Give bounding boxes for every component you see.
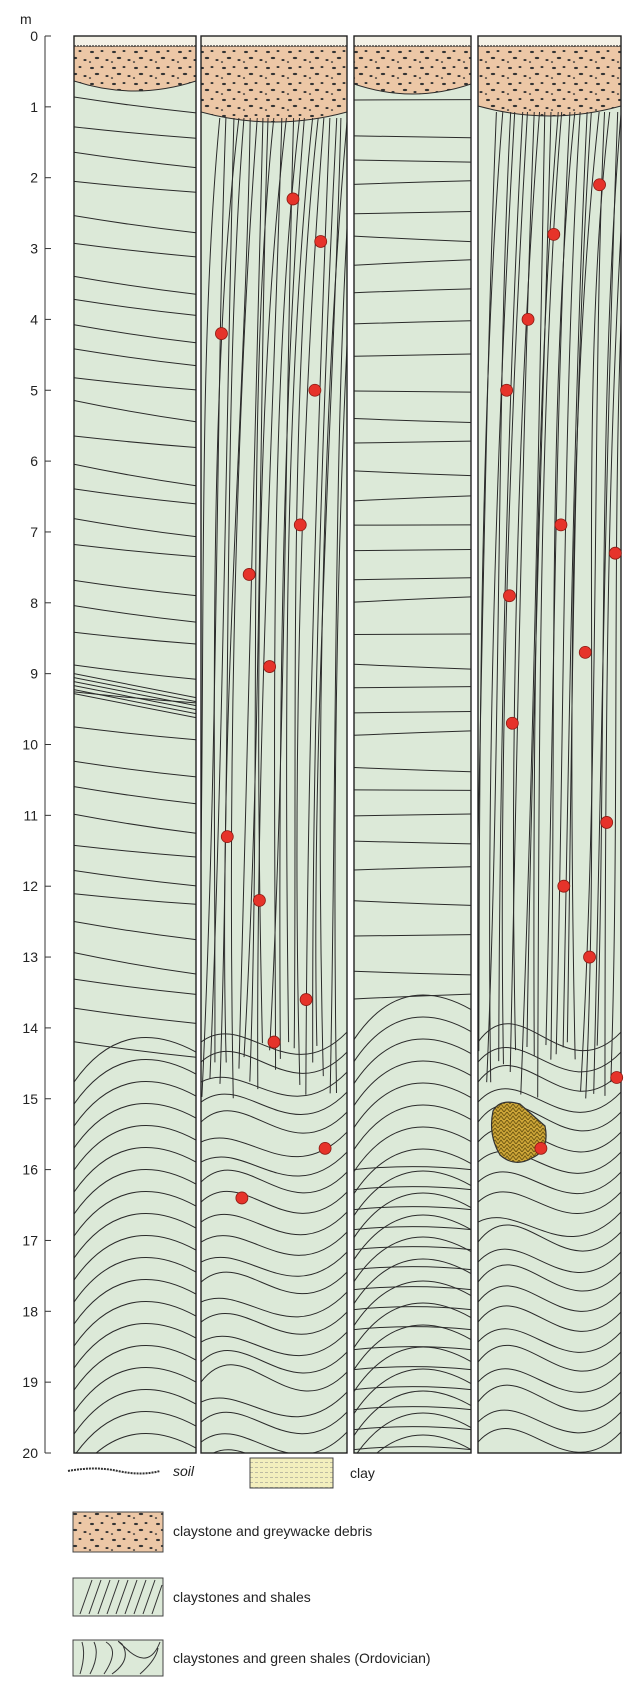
legend-green-shale-swatch xyxy=(73,1640,163,1676)
soil-layer xyxy=(74,36,196,46)
depth-tick-label: 15 xyxy=(22,1091,38,1107)
section-column-B xyxy=(196,36,361,1633)
section-columns xyxy=(74,36,626,1633)
fauna-marker xyxy=(268,1036,280,1048)
depth-tick-label: 2 xyxy=(30,170,38,186)
legend-soil-swatch xyxy=(68,1469,160,1474)
section-column-A xyxy=(74,36,196,1632)
legend-shale-label: claystones and shales xyxy=(173,1589,311,1605)
legend-debris-swatch xyxy=(73,1512,163,1552)
debris-layer xyxy=(478,46,621,116)
depth-tick-label: 14 xyxy=(22,1020,38,1036)
fauna-marker xyxy=(300,994,312,1006)
soil-layer xyxy=(201,36,347,46)
fauna-marker xyxy=(236,1192,248,1204)
legend-debris-label: claystone and greywacke debris xyxy=(173,1523,372,1539)
depth-tick-label: 3 xyxy=(30,241,38,257)
debris-layer xyxy=(201,46,347,122)
fauna-marker xyxy=(253,894,265,906)
depth-tick-label: 11 xyxy=(23,807,38,823)
soil-layer xyxy=(478,36,621,46)
depth-tick-label: 4 xyxy=(30,311,38,327)
fauna-marker xyxy=(522,313,534,325)
fauna-marker xyxy=(609,547,621,559)
legend-clay-label: clay xyxy=(350,1465,375,1481)
depth-tick-label: 6 xyxy=(30,453,38,469)
fauna-marker xyxy=(221,831,233,843)
column-fill xyxy=(354,36,471,1453)
depth-tick-label: 10 xyxy=(22,737,38,753)
fauna-marker xyxy=(535,1142,547,1154)
fauna-marker xyxy=(579,646,591,658)
fauna-marker xyxy=(243,568,255,580)
fauna-marker xyxy=(264,661,276,673)
legend-shale-swatch xyxy=(73,1578,163,1616)
depth-axis: m 01234567891011121314151617181920 xyxy=(20,11,51,1461)
fauna-marker xyxy=(319,1142,331,1154)
fauna-marker xyxy=(215,328,227,340)
fauna-marker xyxy=(555,519,567,531)
fauna-marker xyxy=(584,951,596,963)
fauna-marker xyxy=(294,519,306,531)
fauna-marker xyxy=(503,590,515,602)
depth-tick-label: 8 xyxy=(30,595,38,611)
debris-layer xyxy=(354,46,471,94)
fauna-marker xyxy=(287,193,299,205)
depth-unit-label: m xyxy=(20,11,32,27)
soil-layer xyxy=(354,36,471,46)
debris-layer xyxy=(74,46,196,91)
depth-tick-label: 7 xyxy=(30,524,38,540)
depth-tick-label: 19 xyxy=(22,1374,38,1390)
depth-tick-label: 17 xyxy=(22,1232,38,1248)
fauna-marker xyxy=(594,179,606,191)
depth-tick-label: 18 xyxy=(22,1303,38,1319)
legend-green-shale-label: claystones and green shales (Ordovician) xyxy=(173,1650,431,1666)
fauna-marker xyxy=(315,235,327,247)
section-column-D xyxy=(472,36,626,1632)
depth-tick-label: 16 xyxy=(22,1162,38,1178)
depth-tick-label: 12 xyxy=(22,878,38,894)
depth-tick-label: 0 xyxy=(30,28,38,44)
fauna-marker xyxy=(558,880,570,892)
section-column-C xyxy=(354,36,471,1590)
fauna-marker xyxy=(548,228,560,240)
fauna-marker xyxy=(601,816,613,828)
depth-tick-label: 20 xyxy=(22,1445,38,1461)
fauna-marker xyxy=(501,384,513,396)
depth-tick-label: 9 xyxy=(30,666,38,682)
legend-clay-swatch xyxy=(250,1458,333,1488)
depth-tick-label: 1 xyxy=(30,99,38,115)
fauna-marker xyxy=(611,1071,623,1083)
fauna-marker xyxy=(309,384,321,396)
depth-tick-label: 13 xyxy=(22,949,38,965)
column-fill xyxy=(74,36,196,1453)
depth-tick-label: 5 xyxy=(30,382,38,398)
legend-soil-label: soil xyxy=(173,1463,195,1479)
legend: soil clay claystone and greywacke debris… xyxy=(68,1458,431,1676)
fauna-marker xyxy=(506,717,518,729)
